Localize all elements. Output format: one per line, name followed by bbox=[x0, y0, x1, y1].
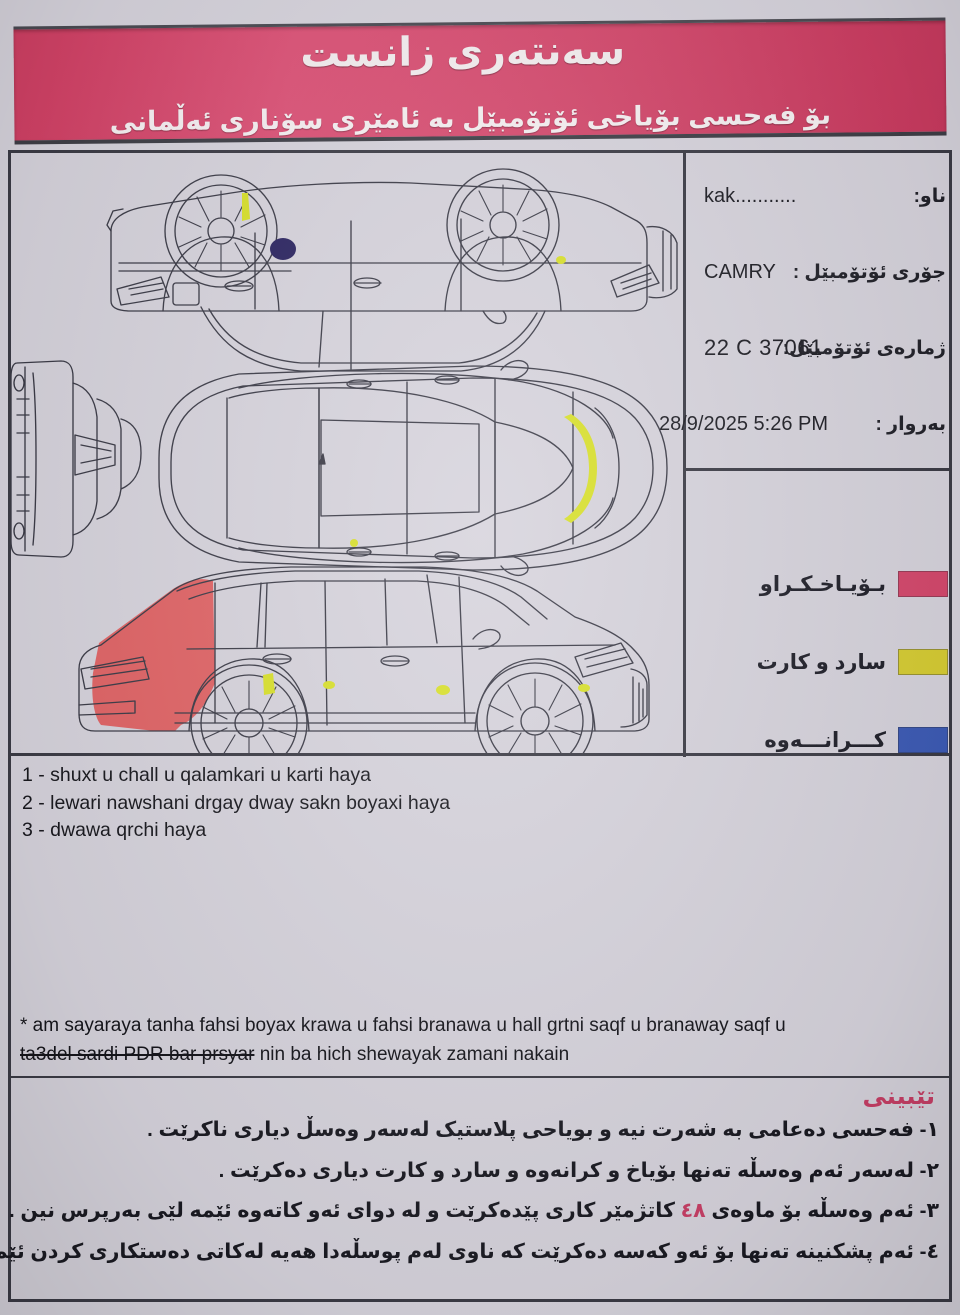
car-diagram-panel bbox=[11, 153, 683, 753]
yellow-mark-side-1 bbox=[263, 673, 275, 695]
footer-item-1-text: فەحسی دەعامی بە شەرت نیە و بویاحی پلاستی… bbox=[147, 1118, 914, 1141]
note-line-1: 1 - shuxt u chall u qalamkari u karti ha… bbox=[22, 764, 372, 786]
info-row-date: بەروار : 28/9/2025 5:26 PM bbox=[659, 386, 948, 462]
yellow-mark-top-2 bbox=[556, 256, 566, 264]
center-subtitle: بۆ فەحسی بۆیاخی ئۆتۆمبێل بە ئامێری سۆنار… bbox=[109, 99, 832, 137]
footer-item-4-number: ٤- bbox=[919, 1239, 939, 1263]
info-label-date: بەروار : bbox=[875, 413, 946, 435]
yellow-mark-topdown-front bbox=[564, 414, 597, 523]
disclaimer-line-2-rest: nin ba hich shewayak zamani nakain bbox=[254, 1043, 570, 1065]
info-label-car-type: جۆری ئۆتۆمبێل : bbox=[792, 261, 946, 283]
horizontal-divider-under-diagrams bbox=[8, 753, 952, 756]
divider-info-legend bbox=[683, 468, 952, 471]
footer-item-1: ١- فەحسی دەعامی بە شەرت نیە و بویاحی پلا… bbox=[14, 1117, 939, 1144]
yellow-mark-topdown-roof bbox=[350, 539, 358, 547]
red-damage-area bbox=[92, 579, 215, 731]
diagram-top-side-view bbox=[106, 168, 678, 372]
document-frame bbox=[8, 150, 952, 1302]
footer-title: تێبینی bbox=[862, 1083, 935, 1110]
footer-item-3-number: ٣- bbox=[919, 1199, 939, 1223]
info-value-date[interactable]: 28/9/2025 5:26 PM bbox=[658, 412, 828, 435]
note-line-3: 3 - dwawa qrchi haya bbox=[22, 819, 207, 842]
car-diagrams-svg bbox=[11, 168, 678, 753]
footer-item-2-number: ٢- bbox=[919, 1158, 939, 1182]
footer-item-2: ٢- لەسەر ئەم وەسڵە تەنها بۆیاخ و كرانەوە… bbox=[14, 1158, 939, 1185]
info-row-car-number: ژمارەی ئۆتۆمبێل: 22 C 37061 bbox=[690, 310, 948, 386]
inspection-notes-list: 1 - shuxt u chall u qalamkari u karti ha… bbox=[22, 762, 662, 845]
footer-item-1-number: ١- bbox=[919, 1118, 939, 1141]
blue-dot-mark bbox=[270, 238, 296, 260]
legend-item-opened: كـــرانـــەوە bbox=[690, 716, 948, 764]
banner-background: سەنتەری زانست بۆ فەحسی بۆیاخی ئۆتۆمبێل ب… bbox=[13, 17, 947, 145]
legend-box: بـۆیـاخـكـراو سارد و كارت كـــرانـــەوە bbox=[690, 478, 948, 753]
footer-item-3-text-before: ئەم وەسڵە بۆ ماوەی bbox=[705, 1199, 914, 1223]
legend-label-painted: بـۆیـاخـكـراو bbox=[759, 572, 886, 596]
info-value-name[interactable]: kak........... bbox=[704, 184, 797, 207]
legend-label-opened: كـــرانـــەوە bbox=[764, 728, 886, 752]
diagram-rear-view bbox=[11, 360, 142, 558]
footer-item-4: ٤- ئەم پشكنینە تەنها بۆ ئەو كەسە دەكرێت … bbox=[0, 1239, 939, 1266]
yellow-mark-side-2 bbox=[323, 681, 335, 689]
footer-item-4-text: ئەم پشكنینە تەنها بۆ ئەو كەسە دەكرێت كە … bbox=[0, 1239, 914, 1263]
divider-above-footer bbox=[8, 1076, 952, 1078]
vertical-divider bbox=[683, 152, 686, 757]
note-line-2: 2 - lewari nawshani drgay dway sakn boya… bbox=[22, 791, 451, 814]
footer-item-3-hours: ٤٨ bbox=[680, 1199, 706, 1223]
footer-item-3-text-after: كاتژمێر كاری پێدەكرێت و لە دوای ئەو كاتە… bbox=[9, 1199, 681, 1223]
yellow-mark-side-3 bbox=[436, 685, 450, 695]
footer-item-2-text: لەسەر ئەم وەسڵە تەنها بۆیاخ و كرانەوە و … bbox=[218, 1158, 914, 1182]
footer-item-3: ٣- ئەم وەسڵە بۆ ماوەی ٤٨ كاتژمێر كاری پێ… bbox=[9, 1198, 939, 1225]
info-label-car-number: ژمارەی ئۆتۆمبێل: bbox=[782, 337, 946, 359]
legend-swatch-cold-card bbox=[898, 649, 948, 675]
diagram-markings bbox=[242, 193, 597, 695]
legend-swatch-opened bbox=[898, 727, 948, 753]
legend-label-cold-card: سارد و كارت bbox=[756, 650, 886, 674]
disclaimer-line-1: * am sayaraya tanha fahsi boyax krawa u … bbox=[20, 1015, 786, 1036]
yellow-mark-top-1 bbox=[242, 193, 250, 221]
info-row-car-type: جۆری ئۆتۆمبێل : CAMRY bbox=[690, 234, 948, 310]
vehicle-info-table: ناو: kak........... جۆری ئۆتۆمبێل : CAMR… bbox=[659, 158, 948, 463]
center-name: سەنتەری زانست bbox=[300, 28, 626, 76]
footer-notes: تێبینی ١- فەحسی دەعامی بە شەرت نیە و بوی… bbox=[0, 1082, 939, 1280]
info-value-car-number[interactable]: 22 C 37061 bbox=[704, 335, 823, 360]
disclaimer-struck-text: ta3del sardi PDR bar prsyar bbox=[20, 1043, 255, 1065]
legend-swatch-painted bbox=[898, 571, 948, 597]
info-row-name: ناو: kak........... bbox=[690, 158, 948, 234]
yellow-mark-side-4 bbox=[578, 684, 590, 692]
info-label-name: ناو: bbox=[913, 185, 946, 207]
info-value-car-type[interactable]: CAMRY bbox=[704, 260, 776, 283]
header-banner: سەنتەری زانست بۆ فەحسی بۆیاخی ئۆتۆمبێل ب… bbox=[13, 17, 947, 145]
legend-item-cold-card: سارد و كارت bbox=[690, 638, 948, 686]
diagram-bottom-side-view bbox=[78, 566, 650, 753]
legend-item-painted: بـۆیـاخـكـراو bbox=[690, 560, 948, 608]
disclaimer-note: * am sayaraya tanha fahsi boyax krawa u … bbox=[20, 1012, 900, 1069]
